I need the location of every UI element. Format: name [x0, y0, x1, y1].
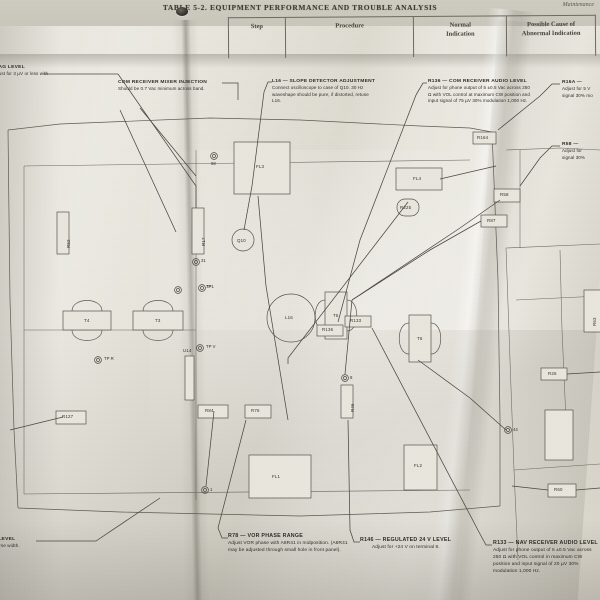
test-point-label-tpr: TP R: [104, 356, 114, 361]
callout-r146-reg-24v-body: Adjust for +24 V on terminal 8.: [372, 544, 440, 550]
callout-l16-slope-detector-heading: L16 — SLOPE DETECTOR ADJUSTMENT: [272, 79, 376, 84]
callout-r16a-heading: R16A —: [562, 80, 583, 85]
callout-r78-vor-phase-heading: R78 — VOR PHASE RANGE: [228, 533, 304, 539]
component-label-r60: R60: [554, 487, 563, 492]
component-label-r58: R58: [500, 192, 509, 197]
component-label-r52: R52: [66, 239, 71, 248]
running-head: Maintenance: [562, 2, 594, 8]
component-label-t6: T6: [417, 336, 423, 341]
test-point-label-31: 31: [201, 258, 206, 263]
component-label-fl4: FL4: [413, 176, 422, 181]
callout-r78-vor-phase: R78 — VOR PHASE RANGE Adjust VOR phase w…: [228, 533, 350, 555]
callout-r146-reg-24v-heading: R146 — REGULATED 24 V LEVEL: [360, 537, 452, 543]
component-label-r46: R46: [350, 403, 355, 412]
callout-r78-vor-phase-body: Adjust VOR phase with A8R41 in midpositi…: [228, 540, 348, 553]
table-title: TABLE 5-2. EQUIPMENT PERFORMANCE AND TRO…: [162, 3, 438, 12]
component-label-r76: R76: [251, 408, 260, 413]
callout-r16a-body2: signal 30% mo: [562, 92, 593, 98]
callout-com-mixer-injection-heading: COM RECEIVER MIXER INJECTION: [118, 80, 208, 85]
callout-r136-com-audio-body: Adjust for phone output of 5 ±0.5 Vac ac…: [428, 85, 530, 104]
test-point-label-44: 44: [513, 427, 518, 432]
test-point-label-8: 8: [350, 375, 353, 380]
component-label-r17: R17: [201, 237, 206, 246]
callout-r16a-body: Adjust for 5 V: [562, 86, 591, 92]
callout-r16a: R16A — Adjust for 5 V signal 30% mo: [562, 79, 600, 99]
component-label-r225: R225: [400, 205, 412, 210]
component-label-fl3: FL3: [256, 164, 265, 169]
callout-var-level-body: 0° course width.: [0, 543, 20, 549]
callout-r133-nav-audio-heading: R133 — NAV RECEIVER AUDIO LEVEL: [493, 540, 598, 546]
callout-flag-level: FLAG LEVEL Adjust for 3 µV or less with …: [0, 64, 122, 84]
callout-var-level-heading: VAR LEVEL: [0, 537, 16, 542]
callout-r136-com-audio-heading: R136 — COM RECEIVER AUDIO LEVEL: [428, 79, 527, 84]
callout-r136-com-audio: R136 — COM RECEIVER AUDIO LEVEL Adjust f…: [428, 78, 532, 105]
component-label-r164: R164: [477, 135, 489, 140]
callout-r58-body: Adjust for: [562, 148, 583, 154]
test-point-label-1: 1: [210, 487, 213, 492]
bottom-shadow: [0, 520, 600, 600]
callout-com-mixer-injection-body: Should be 0.7 Vac minimum across band.: [118, 86, 205, 92]
component-label-r84: R84: [205, 408, 214, 413]
callout-flag-level-body: Adjust for 3 µV or less with: [0, 71, 49, 77]
component-label-fl1: FL1: [272, 474, 281, 479]
callout-r58-heading: R58 —: [562, 142, 579, 147]
component-label-t5: T5: [333, 313, 339, 318]
callout-l16-slope-detector-body: Connect oscilloscope to case of Q10. 30 …: [272, 85, 369, 104]
callout-com-mixer-injection: COM RECEIVER MIXER INJECTION Should be 0…: [118, 79, 230, 93]
callout-flag-level-body2: nm.: [0, 78, 122, 85]
callout-r133-nav-audio: R133 — NAV RECEIVER AUDIO LEVEL Adjust f…: [493, 540, 600, 575]
left-shadow: [0, 26, 60, 600]
callout-r146-reg-24v: R146 — REGULATED 24 V LEVEL Adjust for +…: [360, 537, 472, 552]
callout-r58-body2: signal 30%: [562, 154, 586, 160]
component-label-r26: R26: [548, 371, 557, 376]
callout-r58: R58 — Adjust for signal 30%: [562, 141, 600, 161]
callout-l16-slope-detector: L16 — SLOPE DETECTOR ADJUSTMENT Connect …: [272, 78, 376, 105]
component-label-l16: L16: [285, 315, 293, 320]
callout-r133-nav-audio-body: Adjust for phone output of 5 ±0.5 Vac ac…: [493, 547, 592, 574]
component-label-r133: R133: [350, 318, 362, 323]
test-point-label-7p: 7P: [206, 284, 212, 289]
test-point-label-58: 58: [211, 161, 216, 166]
callout-var-level: VAR LEVEL 0° course width.: [0, 536, 96, 550]
page-edge-shadow: [0, 54, 600, 68]
component-label-r63: R63: [592, 317, 597, 326]
component-label-t3: T3: [155, 318, 161, 323]
hole-punch: [176, 7, 188, 16]
callout-flag-level-heading: FLAG LEVEL: [0, 65, 25, 70]
component-label-t4: T4: [84, 318, 90, 323]
component-label-q10: Q10: [237, 238, 246, 243]
component-label-u14: U14: [183, 348, 192, 353]
component-label-r87: R87: [487, 218, 496, 223]
test-point-label-tp1: TP1: [206, 284, 214, 289]
component-label-fl2: FL2: [414, 463, 423, 468]
component-label-r127: R127: [62, 414, 74, 419]
component-label-r136: R136: [322, 327, 334, 332]
test-point-label-tpv: TP V: [206, 344, 216, 349]
